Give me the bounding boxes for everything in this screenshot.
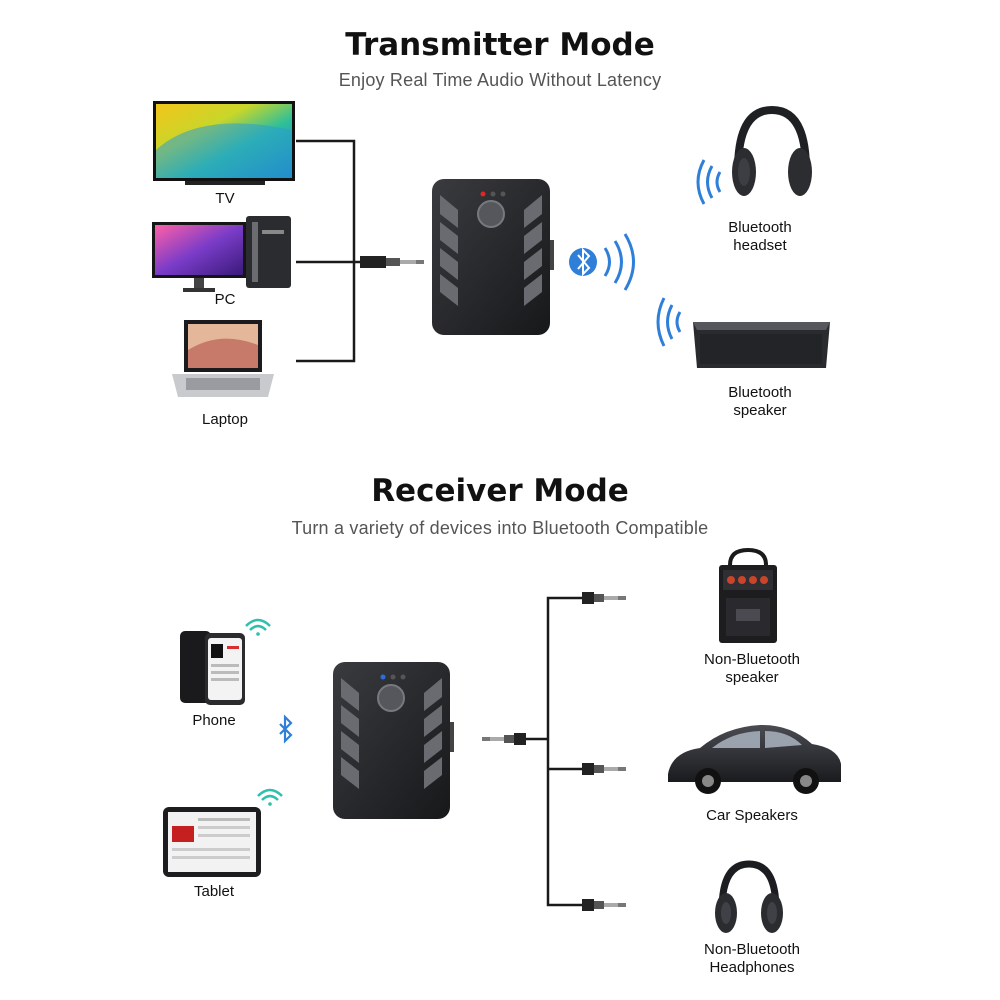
receiver-cables xyxy=(525,596,582,907)
wifi-icon-phone xyxy=(245,618,271,636)
non-bluetooth-headphones-label: Non-Bluetooth Headphones xyxy=(704,941,800,976)
tv-label: TV xyxy=(215,190,235,207)
aux-plug-out-1 xyxy=(582,592,626,604)
aux-plug-out-2 xyxy=(582,763,626,775)
speaker-icon xyxy=(693,322,830,368)
tv-icon xyxy=(153,101,295,185)
phone-icon xyxy=(180,631,245,705)
signal-waves-headset xyxy=(696,159,722,205)
signal-waves-speaker xyxy=(656,297,682,347)
headphones-icon xyxy=(715,860,783,933)
laptop-icon xyxy=(172,320,274,397)
aux-plug-input xyxy=(482,733,526,745)
non-bluetooth-speaker-label: Non-Bluetooth speaker xyxy=(704,651,800,686)
car-speakers-label: Car Speakers xyxy=(706,807,798,824)
boombox-icon xyxy=(719,547,777,643)
receiver-adapter-device xyxy=(333,662,454,819)
tablet-icon xyxy=(163,807,261,877)
transmitter-subtitle: Enjoy Real Time Audio Without Latency xyxy=(338,70,662,90)
aux-plug-out-3 xyxy=(582,899,626,911)
source-cables xyxy=(296,139,360,363)
adapter-device xyxy=(432,179,554,335)
receiver-subtitle: Turn a variety of devices into Bluetooth… xyxy=(291,518,709,538)
receiver-bluetooth-icon xyxy=(279,714,293,744)
wifi-icon-tablet xyxy=(257,788,283,806)
bluetooth-headset-label: Bluetooth headset xyxy=(728,219,792,254)
phone-label: Phone xyxy=(192,712,236,729)
bluetooth-icon xyxy=(569,233,635,291)
car-icon xyxy=(668,724,841,794)
receiver-title: Receiver Mode xyxy=(371,473,629,509)
transmitter-title: Transmitter Mode xyxy=(345,27,655,63)
pc-icon xyxy=(152,216,291,292)
headset-icon xyxy=(732,105,812,196)
aux-plug xyxy=(360,256,424,268)
pc-label: PC xyxy=(214,291,236,308)
bluetooth-speaker-label: Bluetooth speaker xyxy=(728,384,792,419)
tablet-label: Tablet xyxy=(193,883,235,900)
laptop-label: Laptop xyxy=(202,411,248,428)
